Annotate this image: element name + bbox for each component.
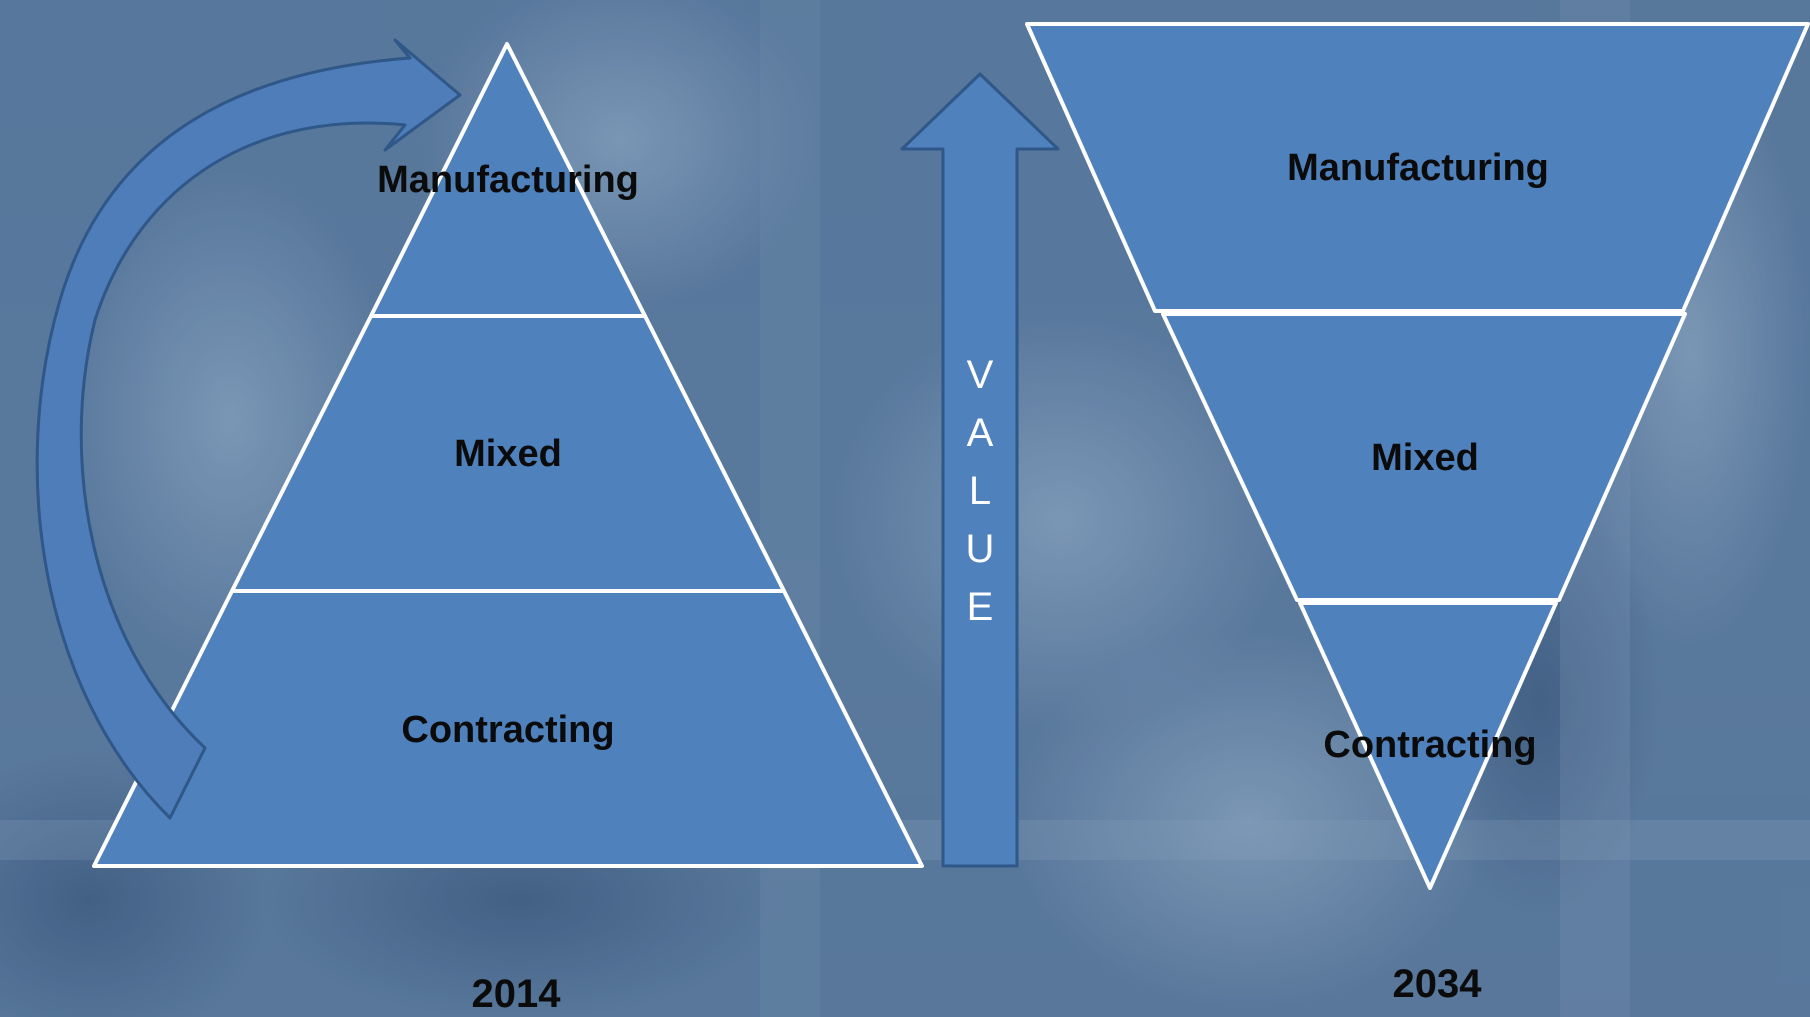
pyramid-2034-tier-mixed bbox=[1161, 312, 1687, 602]
pyramid-2034: Manufacturing Mixed Contracting bbox=[1025, 22, 1810, 890]
pyramid-2014-label-contracting: Contracting bbox=[401, 709, 614, 751]
value-letter-5: E bbox=[967, 585, 994, 629]
value-letter-3: L bbox=[969, 469, 991, 513]
curved-arrow-icon bbox=[35, 38, 462, 820]
value-arrow-icon bbox=[900, 72, 1060, 868]
value-letter-4: U bbox=[966, 527, 995, 571]
pyramid-2034-label-contracting: Contracting bbox=[1323, 724, 1536, 766]
pyramid-2014: Manufacturing Mixed Contracting bbox=[92, 42, 924, 868]
year-label-2034: 2034 bbox=[1393, 962, 1483, 1006]
pyramid-2034-label-mixed: Mixed bbox=[1371, 437, 1479, 479]
pyramid-2034-tier-contracting bbox=[1298, 601, 1558, 890]
pyramid-2014-label-manufacturing: Manufacturing bbox=[377, 159, 639, 201]
year-label-2014: 2014 bbox=[472, 972, 562, 1016]
value-arrow: V A L U E bbox=[900, 72, 1060, 868]
value-letter-2: A bbox=[967, 411, 994, 455]
pyramid-2014-label-mixed: Mixed bbox=[454, 433, 562, 475]
pyramid-2034-label-manufacturing: Manufacturing bbox=[1287, 147, 1549, 189]
pyramid-2034-tier-manufacturing bbox=[1025, 22, 1810, 313]
value-letter-1: V bbox=[967, 353, 994, 397]
